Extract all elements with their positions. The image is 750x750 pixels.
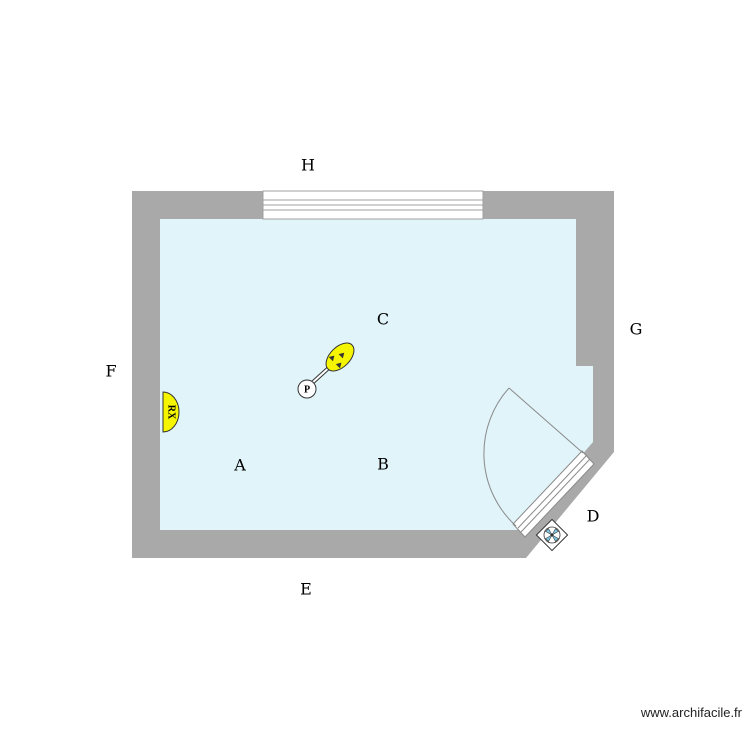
pinned-outlet-label: P	[304, 384, 310, 395]
wall-label-right: G	[630, 320, 643, 339]
rx-outlet-label: RX	[166, 405, 177, 420]
room-floor[interactable]	[160, 219, 593, 530]
zone-label-b: B	[377, 455, 389, 474]
wall-label-top: H	[301, 156, 315, 175]
wall-label-bottom: E	[300, 580, 312, 599]
window[interactable]	[262, 190, 484, 220]
zone-label-a: A	[233, 456, 246, 475]
door[interactable]	[483, 387, 595, 538]
credit-text: www.archifacile.fr	[640, 705, 742, 720]
pinned-outlet[interactable]: P	[297, 379, 317, 399]
door-swing-arc	[483, 387, 517, 527]
wall-label-left: F	[105, 362, 116, 381]
ventilation-fan-icon[interactable]	[535, 518, 569, 552]
rx-outlet[interactable]: RX	[162, 391, 180, 433]
zone-label-c: C	[377, 310, 389, 329]
door-leaf	[508, 387, 584, 454]
wall-label-diagonal: D	[587, 507, 600, 526]
ceiling-light-icon[interactable]	[321, 338, 359, 376]
